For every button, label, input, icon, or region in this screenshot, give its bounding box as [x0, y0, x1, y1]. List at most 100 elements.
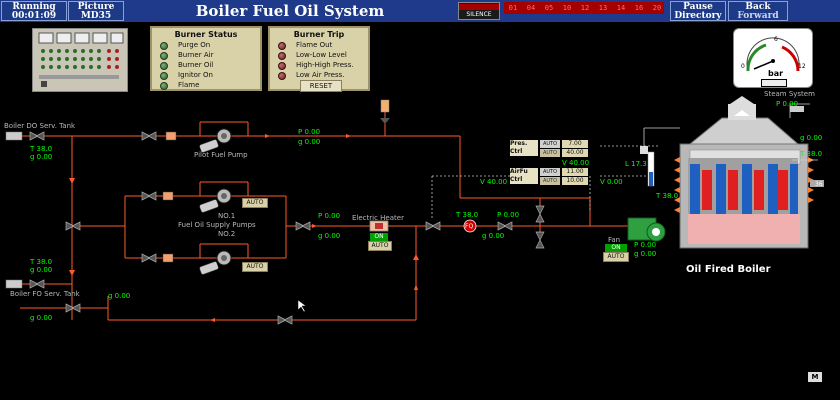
fan-auto-button[interactable]: AUTO — [603, 252, 629, 262]
fan-on-button[interactable]: ON — [605, 244, 627, 252]
p-fq-reading: P 0.00 — [497, 211, 520, 219]
steam-pressure-gauge: 0 6 12 bar — [733, 28, 813, 88]
no1-label: NO.1 — [218, 212, 236, 220]
page-title: Boiler Fuel Oil System — [195, 2, 385, 20]
air-setpoint[interactable]: 11.00 — [562, 168, 588, 176]
picture-id: MD35 — [80, 11, 112, 21]
alarm-number[interactable]: 12 — [580, 4, 590, 12]
gauge-dial — [746, 37, 800, 72]
burner-status-panel: Burner Status Purge On Burner Air Burner… — [150, 26, 262, 91]
alarm-strip: 01 04 05 10 12 13 14 16 20 — [504, 2, 664, 14]
status-led — [160, 72, 168, 80]
p-pilot-reading: P 0.00 — [298, 128, 321, 136]
control-panel-thumbnail-graphic — [38, 32, 124, 87]
g-pilot-reading: g 0.00 — [298, 138, 321, 146]
v-pres-reading: V 40.00 — [562, 159, 590, 167]
boiler-label: Oil Fired Boiler — [686, 264, 771, 275]
g-return-reading: g 0.00 — [108, 292, 131, 300]
pres-mode-button[interactable]: AUTO — [540, 140, 560, 148]
reset-button[interactable]: RESET — [300, 80, 342, 92]
pilot-pump-label: Pilot Fuel Pump — [194, 151, 248, 159]
running-indicator: Running 00:01:09 — [1, 1, 67, 21]
gauge-readout — [761, 79, 787, 87]
alarm-number[interactable]: 05 — [544, 4, 554, 12]
pres-output: 40.00 — [562, 149, 588, 157]
alarm-number[interactable]: 16 — [634, 4, 644, 12]
back-forward-box: Back Forward — [728, 1, 788, 21]
heater-auto-button[interactable]: AUTO — [368, 241, 392, 251]
burner-trip-title: Burner Trip — [293, 30, 345, 39]
alarm-number[interactable]: 13 — [598, 4, 608, 12]
heater-label: Electric Heater — [352, 214, 404, 222]
air-output: 10.00 — [562, 177, 588, 185]
pres-ctrl-label: Pres. Ctrl — [510, 140, 538, 156]
g-fan-reading: g 0.00 — [634, 250, 657, 258]
status-led — [160, 82, 168, 90]
steam-system-label: Steam System — [764, 90, 815, 98]
alarm-number[interactable]: 04 — [526, 4, 536, 12]
pump-no1-auto-button[interactable]: AUTO — [242, 198, 268, 208]
l-boiler-reading: L 17.3 — [625, 160, 647, 168]
air-ctrl-label: AirFu Ctrl — [510, 168, 538, 184]
pause-button[interactable]: Pause — [683, 2, 713, 12]
p-steam-reading: P 0.00 — [776, 100, 799, 108]
burner-status-title: Burner Status — [174, 30, 238, 39]
burner-trip-panel: Burner Trip Flame Out Low-Low Level High… — [268, 26, 370, 92]
do-tank-label: Boiler DO Serv. Tank — [4, 122, 76, 130]
alarm-lamp — [459, 4, 499, 10]
trip-led — [278, 52, 286, 60]
trip-led — [278, 42, 286, 50]
s36-label: 36 — [815, 181, 823, 188]
status-led — [160, 42, 168, 50]
g-fo-reading: g 0.00 — [30, 266, 53, 274]
menu-corner-button[interactable]: M — [808, 372, 822, 382]
t-fo-reading: T 38.0 — [30, 258, 53, 266]
gauge-tick-12: 12 — [798, 63, 806, 70]
gauge-tick-0: 0 — [741, 63, 745, 70]
p-fan-reading: P 0.00 — [634, 241, 657, 249]
fq-label: FQ — [465, 223, 474, 230]
directory-button[interactable]: Directory — [674, 11, 722, 21]
picture-label: Picture — [77, 2, 115, 12]
fo-tank-label: Boiler FO Serv. Tank — [10, 290, 80, 298]
g-heater-reading: g 0.00 — [318, 232, 341, 240]
silence-label: SILENCE — [466, 11, 492, 18]
air-mode-button[interactable]: AUTO — [540, 168, 560, 176]
trip-led — [278, 62, 286, 70]
forward-button[interactable]: Forward — [737, 11, 779, 21]
g-fq-reading: g 0.00 — [482, 232, 505, 240]
back-button[interactable]: Back — [745, 2, 771, 12]
v-air-reading: V 40.00 — [480, 178, 508, 186]
v-air2-reading: V 0.00 — [600, 178, 623, 186]
supply-pumps-label: Fuel Oil Supply Pumps — [178, 221, 256, 229]
p-heater-reading: P 0.00 — [318, 212, 341, 220]
heater-on-button[interactable]: ON — [370, 233, 388, 241]
running-label: Running — [12, 2, 56, 12]
status-led — [160, 52, 168, 60]
no2-label: NO.2 — [218, 230, 236, 238]
g-do-reading: g 0.00 — [30, 153, 53, 161]
alarm-number[interactable]: 01 — [508, 4, 518, 12]
pause-directory-box: Pause Directory — [670, 1, 726, 21]
pump-no2-auto-button[interactable]: AUTO — [242, 262, 268, 272]
alarm-number[interactable]: 20 — [652, 4, 662, 12]
gauge-tick-6: 6 — [774, 36, 778, 43]
fan-label: Fan — [608, 236, 621, 244]
g-steam-reading: g 0.00 — [800, 134, 823, 142]
running-time: 00:01:09 — [11, 11, 57, 21]
control-panel-thumbnail[interactable] — [32, 28, 128, 92]
alarm-number[interactable]: 14 — [616, 4, 626, 12]
alarm-number[interactable]: 10 — [562, 4, 572, 12]
pres-pv-mode: AUTO — [540, 149, 560, 157]
gauge-unit: bar — [768, 69, 784, 78]
t-boiler-reading: T 38.0 — [656, 192, 679, 200]
g-fo-return-reading: g 0.00 — [30, 314, 53, 322]
pres-setpoint[interactable]: 7.00 — [562, 140, 588, 148]
boiler-graphic — [679, 96, 809, 249]
t-do-reading: T 38.0 — [30, 145, 53, 153]
picture-button[interactable]: Picture MD35 — [68, 1, 124, 21]
silence-button[interactable]: SILENCE — [458, 2, 500, 20]
t-fq-reading: T 38.0 — [456, 211, 479, 219]
status-led — [160, 62, 168, 70]
